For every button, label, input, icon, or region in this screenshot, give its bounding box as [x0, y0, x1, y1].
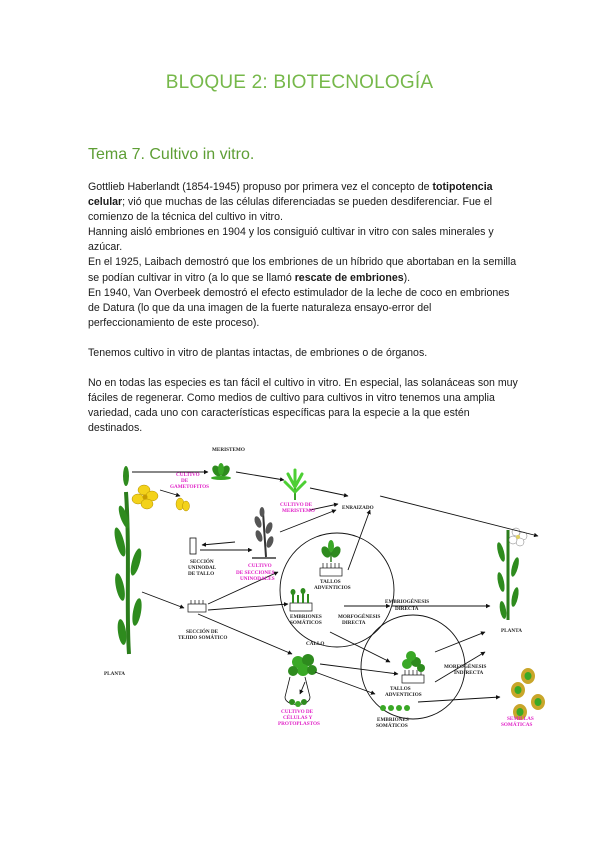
label-cultivo-gametofitos-3: GAMETOFITOS	[170, 484, 209, 490]
label-cultivo-secciones-2: DE SECCIONES	[236, 570, 275, 576]
label-embriones-somaticos-bottom-2: SOMÁTICOS	[376, 721, 408, 729]
protoplast-culture-icon	[284, 676, 311, 707]
uninodal-culture-icon	[252, 507, 276, 559]
paragraph-laibach: En el 1925, Laibach demostró que los emb…	[88, 255, 520, 285]
label-seccion-uninodal-1: SECCIÓN	[190, 557, 214, 565]
label-seccion-uninodal-2: UNINODAL	[188, 565, 217, 571]
paragraph-hanning: Hanning aisló embriones en 1904 y los co…	[88, 225, 520, 255]
somatic-embryos-bottom-icon	[380, 705, 410, 711]
label-cultivo-celulas-2: CÉLULAS Y	[283, 713, 313, 721]
label-cultivo-secciones-3: UNINODALES	[240, 576, 275, 582]
paragraph-tipos-cultivo: Tenemos cultivo in vitro de plantas inta…	[88, 346, 520, 361]
paragraph-medios-cultivo: No en todas las especies es tan fácil el…	[88, 376, 520, 436]
plant-left-illustration	[114, 466, 159, 655]
somatic-seeds-icon	[511, 668, 545, 720]
label-semillas-2: SOMÁTICAS	[501, 720, 533, 728]
label-tallos-adventicios-2-1: TALLOS	[390, 686, 411, 692]
label-embriones-somaticos-2: SOMÁTICOS	[290, 618, 322, 626]
callus-region-circle	[360, 614, 466, 720]
label-embriogenesis-2: DIRECTA	[395, 606, 419, 612]
label-planta-right: PLANTA	[501, 628, 522, 634]
text-segment: Gottlieb Haberlandt (1854-1945) propuso …	[88, 181, 433, 193]
text-segment: rescate de embriones	[294, 271, 404, 284]
in-vitro-culture-diagram: MERISTEMO CULTIVO DE GAMETOFITOS CULTIVO…	[104, 447, 545, 729]
label-cultivo-meristemo-1: CULTIVO DE	[280, 502, 313, 508]
adventitious-shoots-icon	[319, 540, 343, 577]
meristem-icon	[211, 463, 231, 480]
somatic-embryos-icon	[289, 588, 313, 612]
label-tallos-adventicios-2: ADVENTICIOS	[314, 585, 351, 591]
text-segment: ; vió que muchas de las células diferenc…	[88, 196, 492, 224]
label-cultivo-celulas-3: PROTOPLASTOS	[278, 721, 320, 727]
culture-region-circle	[279, 532, 395, 648]
section-title: Tema 7. Cultivo in vitro.	[88, 146, 255, 163]
label-seccion-uninodal-3: DE TALLO	[188, 571, 214, 577]
text-segment: ).	[403, 271, 411, 284]
text-segment: En 1940, Van Overbeek demostró el efecto…	[88, 286, 510, 329]
label-morfogenesis-indirecta-1: MORFOGÉNESIS	[444, 662, 486, 670]
label-cultivo-gametofitos-1: CULTIVO	[176, 472, 200, 478]
label-callo: CALLO	[306, 641, 324, 647]
label-cultivo-secciones-1: CULTIVO	[248, 563, 272, 569]
label-embriogenesis-1: EMBRIOGÉNESIS	[385, 597, 429, 605]
label-embriones-somaticos-bottom-1: EMBRIONES	[377, 717, 409, 723]
paragraph-haberlandt: Gottlieb Haberlandt (1854-1945) propuso …	[88, 180, 520, 225]
meristem-culture-icon	[283, 468, 307, 500]
somatic-tissue-section-icon	[187, 600, 207, 613]
label-cultivo-gametofitos-2: DE	[181, 478, 189, 484]
body-text: Gottlieb Haberlandt (1854-1945) propuso …	[88, 180, 520, 436]
label-tallos-adventicios-2-2: ADVENTICIOS	[385, 692, 422, 698]
label-embriones-somaticos-1: EMBRIONES	[290, 614, 322, 620]
flower-icon	[131, 484, 159, 510]
diagram-arrows	[132, 469, 539, 703]
label-cultivo-celulas-1: CULTIVO DE	[281, 709, 314, 715]
text-segment: No en todas las especies es tan fácil el…	[88, 377, 518, 435]
callus-icon	[288, 654, 317, 676]
plant-right-illustration	[497, 527, 528, 620]
label-morfogenesis-directa-1: MORFOGÉNESIS	[338, 612, 380, 620]
label-tallos-adventicios-1: TALLOS	[320, 579, 341, 585]
label-enraizado: ENRAIZADO	[342, 505, 374, 511]
tube-icon	[189, 537, 197, 555]
label-morfogenesis-directa-2: DIRECTA	[342, 620, 366, 626]
label-morfogenesis-indirecta-2: INDIRECTA	[454, 670, 484, 676]
paragraph-van-overbeek: En 1940, Van Overbeek demostró el efecto…	[88, 286, 520, 331]
text-segment: Hanning aisló embriones en 1904 y los co…	[88, 226, 494, 254]
label-seccion-tejido-1: SECCIÓN DE	[186, 627, 219, 635]
text-segment: totipotencia celular	[88, 181, 493, 209]
page-title: BLOQUE 2: BIOTECNOLOGÍA	[165, 72, 434, 93]
text-segment: En el 1925, Laibach demostró que los emb…	[88, 256, 517, 284]
label-semillas-1: SEMILLAS	[507, 716, 534, 722]
gametophyte-culture-icon	[175, 497, 190, 512]
label-cultivo-meristemo-2: MERISTEMO	[282, 508, 315, 514]
label-planta-left: PLANTA	[104, 671, 125, 677]
text-segment: Tenemos cultivo in vitro de plantas inta…	[88, 346, 428, 359]
label-meristemo: MERISTEMO	[212, 447, 245, 453]
label-seccion-tejido-2: TEJIDO SOMÁTICO	[178, 633, 227, 641]
adventitious-shoots-2-icon	[401, 651, 425, 684]
